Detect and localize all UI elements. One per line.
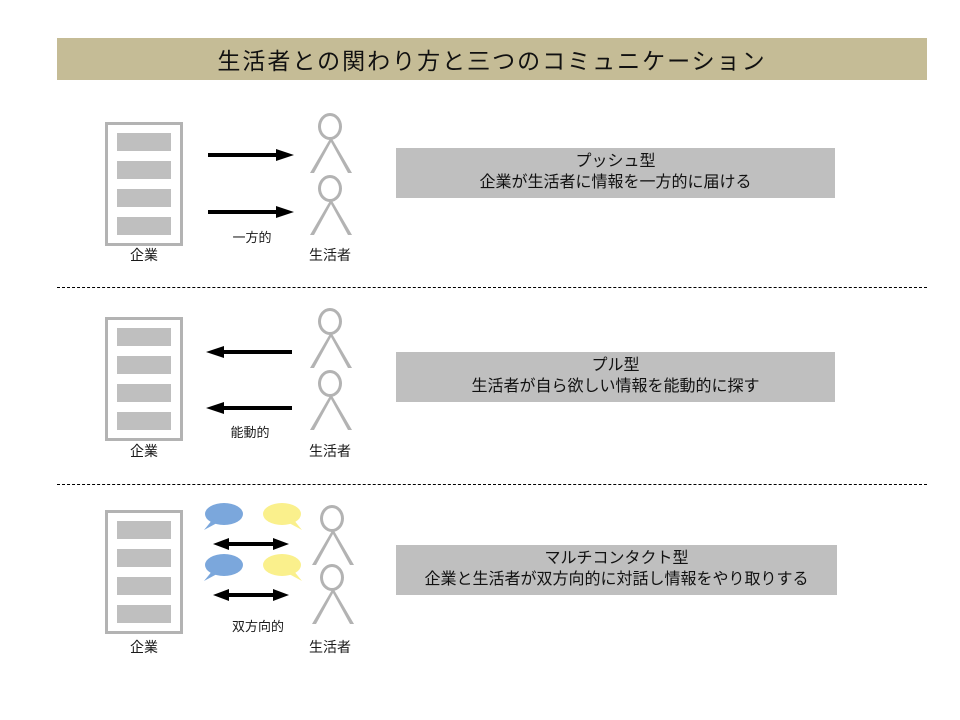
caption-box-pull: プル型 生活者が自ら欲しい情報を能動的に探す: [396, 352, 835, 402]
arrow-right-icon: [208, 204, 294, 220]
consumer-person-icon: [309, 308, 353, 370]
arrow-left-icon: [206, 344, 292, 360]
consumer-person-icon: [311, 564, 355, 626]
consumer-label: 生活者: [309, 247, 351, 263]
company-building-icon: [105, 122, 183, 246]
person-head: [318, 308, 342, 335]
arrow-left-icon: [206, 400, 292, 416]
person-body: [310, 199, 352, 235]
company-label: 企業: [130, 443, 158, 459]
divider-line: [57, 484, 927, 485]
caption-desc-pull: 生活者が自ら欲しい情報を能動的に探す: [471, 378, 760, 395]
consumer-person-icon: [309, 113, 353, 175]
consumer-person-icon: [311, 505, 355, 567]
building-bar: [117, 605, 171, 623]
person-head: [318, 370, 342, 397]
building-bar: [117, 328, 171, 346]
caption-desc-push: 企業が生活者に情報を一方的に届ける: [479, 174, 752, 191]
caption-title-push: プッシュ型: [575, 153, 656, 170]
speech-bubble-yellow-icon: [262, 552, 306, 582]
consumer-label: 生活者: [309, 443, 351, 459]
building-bar: [117, 356, 171, 374]
building-bar: [117, 133, 171, 151]
row-multi-contact: 双方向的 企業 生活者 マルチコンタクト型 企業と生活者が双方向的に対話し情報を…: [0, 492, 960, 668]
consumer-person-icon: [309, 175, 353, 237]
company-label: 企業: [130, 639, 158, 655]
caption-box-multi-contact: マルチコンタクト型 企業と生活者が双方向的に対話し情報をやり取りする: [396, 545, 837, 595]
building-bar: [117, 189, 171, 207]
company-label: 企業: [130, 247, 158, 263]
building-bar: [117, 384, 171, 402]
caption-box-push: プッシュ型 企業が生活者に情報を一方的に届ける: [396, 148, 835, 198]
person-body: [310, 332, 352, 368]
building-bar: [117, 521, 171, 539]
arrow-bidirectional-icon: [213, 587, 289, 603]
arrow-bidirectional-icon: [213, 536, 289, 552]
company-building-icon: [105, 317, 183, 441]
speech-bubble-yellow-icon: [262, 501, 306, 531]
page-title: 生活者との関わり方と三つのコミュニケーション: [217, 48, 767, 74]
caption-title-multi-contact: マルチコンタクト型: [544, 550, 689, 567]
row-push: 一方的 企業 生活者 プッシュ型 企業が生活者に情報を一方的に届ける: [0, 105, 960, 275]
person-head: [320, 505, 344, 532]
person-head: [318, 175, 342, 202]
building-bar: [117, 217, 171, 235]
building-bar: [117, 412, 171, 430]
row-pull: 能動的 企業 生活者 プル型 生活者が自ら欲しい情報を能動的に探す: [0, 300, 960, 472]
divider-line: [57, 287, 927, 288]
page-title-banner: 生活者との関わり方と三つのコミュニケーション: [57, 38, 927, 80]
arrow-label-pull: 能動的: [230, 425, 270, 440]
company-building-icon: [105, 510, 183, 634]
speech-bubble-blue-icon: [200, 552, 244, 582]
building-bar: [117, 161, 171, 179]
person-head: [318, 113, 342, 140]
building-bar: [117, 577, 171, 595]
consumer-label: 生活者: [309, 639, 351, 655]
building-bar: [117, 549, 171, 567]
speech-bubble-blue-icon: [200, 501, 244, 531]
caption-desc-multi-contact: 企業と生活者が双方向的に対話し情報をやり取りする: [424, 571, 809, 588]
person-body: [312, 588, 354, 624]
arrow-label-push: 一方的: [232, 230, 272, 245]
arrow-label-multi-contact: 双方向的: [231, 619, 284, 634]
person-body: [310, 394, 352, 430]
person-body: [310, 137, 352, 173]
person-body: [312, 529, 354, 565]
arrow-right-icon: [208, 147, 294, 163]
consumer-person-icon: [309, 370, 353, 432]
caption-title-pull: プル型: [591, 357, 640, 374]
person-head: [320, 564, 344, 591]
